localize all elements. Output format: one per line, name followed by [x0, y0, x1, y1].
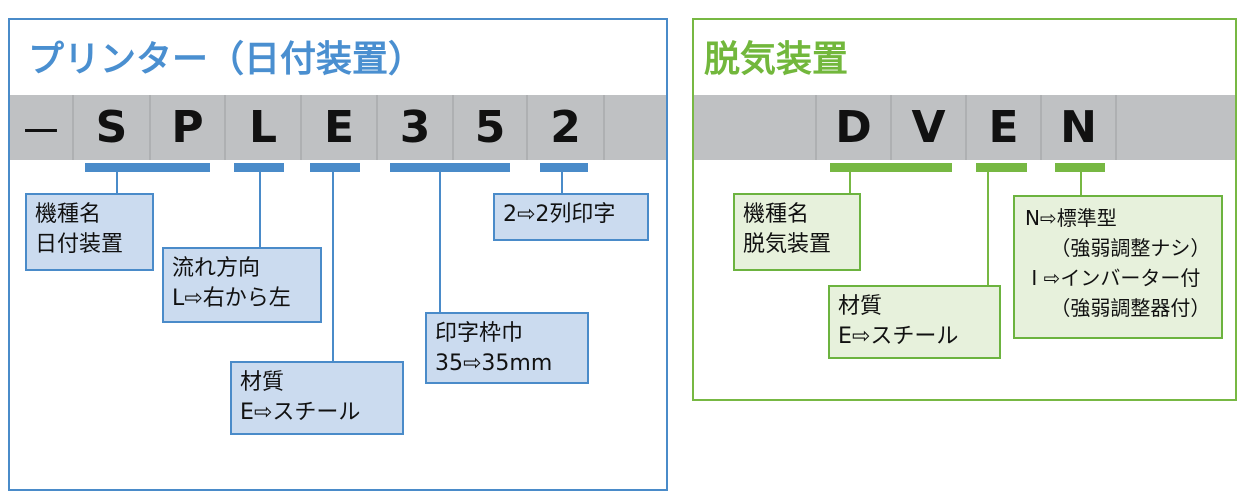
connector — [439, 172, 441, 313]
code-cell-2: 2 — [526, 95, 603, 160]
connector — [259, 172, 261, 248]
code-cell-d: D — [815, 95, 890, 160]
connector — [1080, 172, 1082, 196]
bracket-material — [976, 163, 1027, 172]
label-direction: 流れ方向 L⇨右から左 — [162, 247, 322, 323]
label-print-width: 印字枠巾 35⇨35mm — [425, 312, 589, 384]
label-model: 機種名 日付装置 — [25, 193, 154, 271]
printer-code-band — [10, 95, 666, 160]
label-print-rows: 2⇨2列印字 — [493, 193, 649, 241]
label-type: N⇨標準型 （強弱調整ナシ） I ⇨インバーター付 （強弱調整器付） — [1013, 195, 1223, 339]
bracket-width — [390, 163, 510, 172]
code-cell-l: L — [224, 95, 300, 160]
code-cell-v: V — [890, 95, 965, 160]
connector — [332, 172, 334, 362]
printer-title: プリンター（日付装置） — [28, 39, 425, 80]
bracket-material — [310, 163, 360, 172]
code-cell-5: 5 — [452, 95, 526, 160]
bracket-rows — [540, 163, 588, 172]
connector — [987, 172, 989, 286]
code-cell-empty — [603, 95, 666, 160]
code-cell-empty — [1115, 95, 1235, 160]
label-material: 材質 E⇨スチール — [828, 285, 1001, 359]
printer-panel — [8, 18, 668, 491]
code-cell-s: S — [72, 95, 149, 160]
connector — [561, 172, 563, 194]
code-cell-3: 3 — [376, 95, 452, 160]
degas-panel — [692, 18, 1237, 401]
bracket-type — [1055, 163, 1105, 172]
code-cell-e: E — [965, 95, 1040, 160]
degas-code-band — [694, 95, 1235, 160]
label-model: 機種名 脱気装置 — [733, 193, 861, 271]
code-cell-e: E — [300, 95, 376, 160]
bracket-direction — [234, 163, 284, 172]
degas-title: 脱気装置 — [704, 39, 849, 80]
label-material: 材質 E⇨スチール — [230, 361, 404, 435]
connector — [849, 172, 851, 194]
bracket-model — [830, 163, 952, 172]
code-cell-dash: － — [19, 106, 63, 158]
code-cell-empty — [694, 95, 815, 160]
code-cell-n: N — [1040, 95, 1115, 160]
bracket-model — [85, 163, 210, 172]
connector — [116, 172, 118, 194]
code-cell-p: P — [149, 95, 224, 160]
